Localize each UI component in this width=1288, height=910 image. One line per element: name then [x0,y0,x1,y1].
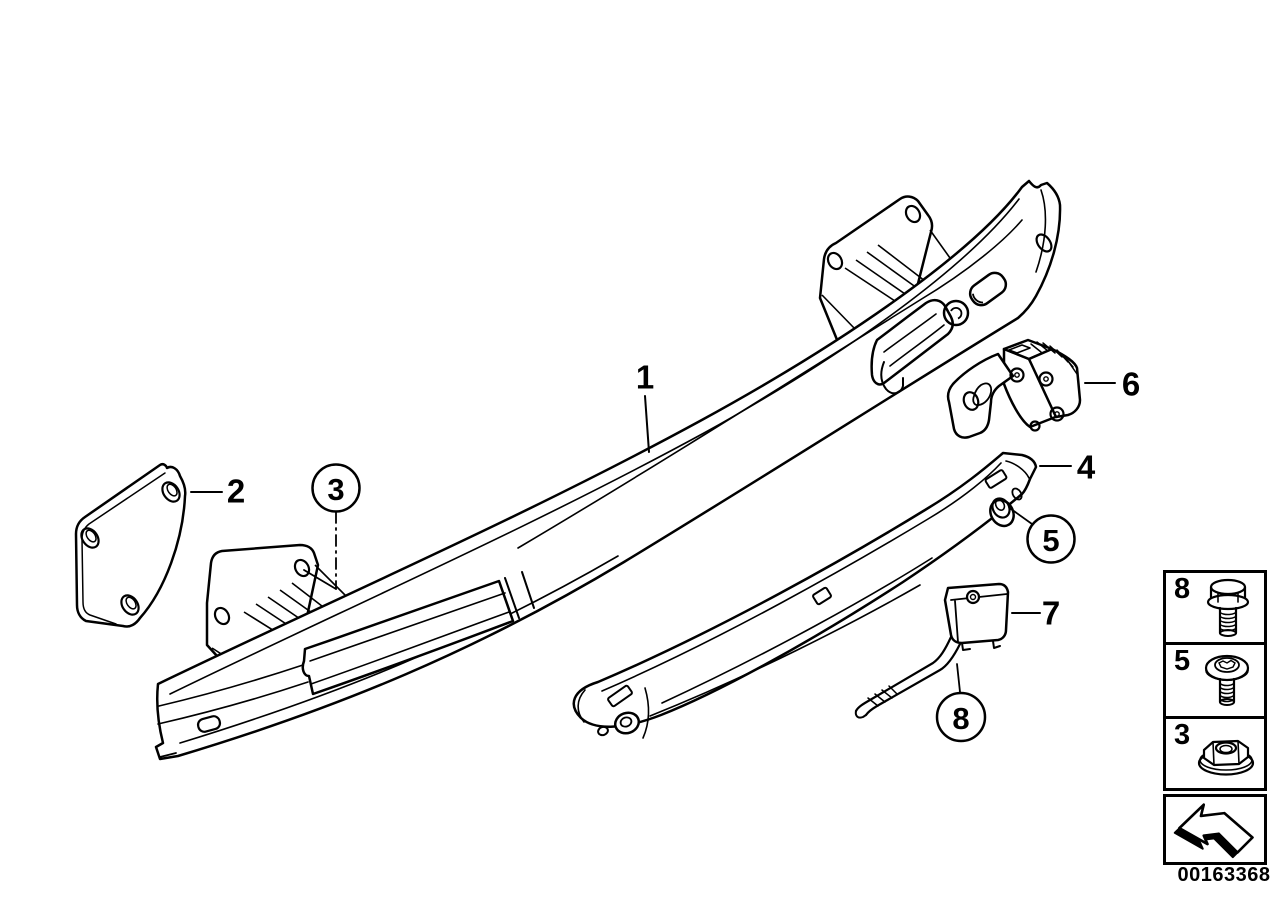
legend-direction-cell[interactable] [1163,794,1267,865]
legend-row-label: 5 [1174,645,1191,677]
leader-line [1010,508,1033,525]
wing-hole [962,391,980,411]
callout-2[interactable]: 2 [190,473,245,510]
bracket-rib-hatch [1030,341,1078,375]
beam-clamp-bracket [870,298,954,395]
svg-text:4: 4 [1077,449,1096,486]
part-6-bracket [946,338,1082,439]
diagram-part-number: 00163368 [1177,864,1271,886]
callout-1[interactable]: 1 [636,359,654,453]
part-4-lower-carrier [572,451,1038,739]
wing-slot [972,382,993,407]
callout-6[interactable]: 6 [1084,366,1140,403]
legend-row-nut[interactable]: 3 [1163,716,1267,791]
svg-text:1: 1 [636,359,654,396]
beam-end-details [942,233,1053,327]
callout-circle [1026,514,1076,564]
bent-arrow-icon [1173,803,1254,859]
svg-text:8: 8 [952,701,969,736]
callout-5[interactable]: 5 [1010,508,1076,564]
bracket-wing [946,352,1015,439]
right-crash-box-hatch [821,229,951,331]
leader-line [303,569,337,590]
legend-row-label: 8 [1174,573,1191,605]
torx-pan-screw-icon [1204,654,1250,706]
legend-row-bolt[interactable]: 8 [1163,570,1267,645]
bar-right-slot [984,469,1008,489]
bar-middle-slot [812,586,832,606]
bar-right-bolt [989,497,1015,528]
bar-left-bolt [597,711,641,737]
callout-8[interactable]: 8 [935,663,987,743]
leader-line [956,663,961,693]
part-7-holder [854,582,1010,719]
beam-left-slot [196,715,222,733]
bar-end-oval [1011,487,1023,501]
svg-text:7: 7 [1042,595,1060,632]
callout-4[interactable]: 4 [1039,449,1096,486]
bar-left-slot [607,684,633,708]
beam-round-boss [942,299,970,327]
legend-row-screw[interactable]: 5 [1163,642,1267,719]
tow-eye-cutout [968,271,1008,307]
part-1-bumper-carrier [154,179,1062,761]
hex-flange-nut-icon [1197,739,1255,776]
beam-sleeve-left [301,571,535,696]
legend-row-label: 3 [1174,719,1191,751]
beam-small-oval [1035,233,1053,253]
svg-text:2: 2 [227,473,245,510]
svg-text:3: 3 [327,472,344,507]
callout-3[interactable]: 3 [303,463,361,590]
svg-text:6: 6 [1122,366,1140,403]
plate-hole [80,481,181,616]
leader-line [644,395,650,453]
callout-7[interactable]: 7 [1011,595,1060,632]
hex-flange-bolt-icon [1206,578,1250,637]
callouts: 1 2 3 4 5 6 [190,359,1140,743]
part-2-cover-plate [74,462,187,628]
bracket-screws [1009,367,1065,432]
svg-text:5: 5 [1042,523,1059,558]
holder-arm [854,635,962,719]
callout-circle [935,691,987,743]
callout-circle [311,463,361,513]
